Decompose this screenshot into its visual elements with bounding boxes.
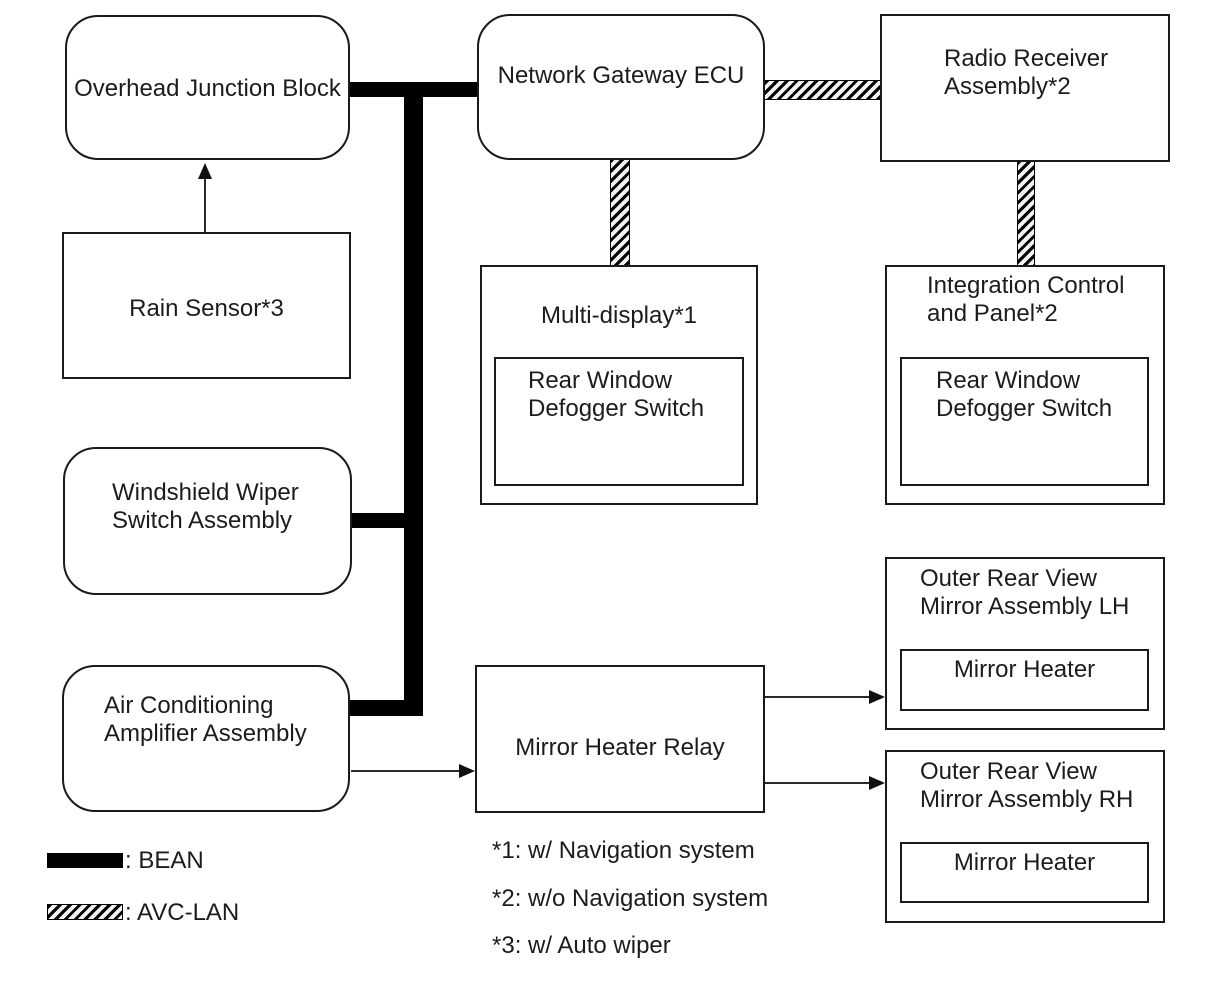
subnode-mirror-heater-rh: Mirror Heater [900, 842, 1149, 903]
arrowhead-rain-sensor-to-junction [198, 163, 212, 179]
arrowhead-relay-to-mirror-lh [869, 690, 885, 704]
node-label-line1: Radio Receiver [944, 45, 1109, 72]
subnode-label: Mirror Heater [953, 849, 1096, 876]
arrowhead-relay-to-mirror-rh [869, 776, 885, 790]
arrow-line-relay-to-mirror-lh [765, 696, 871, 698]
node-label-line1: Outer Rear View [920, 758, 1097, 785]
node-network-gateway-ecu: Network Gateway ECU [477, 14, 765, 160]
node-label-line2: Amplifier Assembly [104, 720, 307, 747]
legend-swatch-avclan [47, 904, 123, 920]
arrow-line-rain-sensor-to-junction [204, 176, 206, 232]
arrowhead-ac-to-relay [459, 764, 475, 778]
subnode-rear-window-defogger-switch: Rear Window Defogger Switch [494, 357, 744, 486]
subnode-label-line1: Rear Window [936, 367, 1081, 394]
node-radio-receiver-assembly: Radio Receiver Assembly*2 [880, 14, 1170, 162]
arrow-line-ac-to-relay [351, 770, 461, 772]
node-label: Rain Sensor*3 [129, 295, 284, 322]
node-mirror-heater-relay: Mirror Heater Relay [475, 665, 765, 813]
bean-branch-windshield-wiper [350, 513, 423, 528]
subnode-mirror-heater-lh: Mirror Heater [900, 649, 1149, 711]
footnote-2: *2: w/o Navigation system [492, 885, 769, 912]
node-label-line1: Air Conditioning [104, 692, 274, 719]
node-label-line1: Integration Control [927, 272, 1125, 299]
node-rain-sensor: Rain Sensor*3 [62, 232, 351, 379]
node-windshield-wiper-switch: Windshield Wiper Switch Assembly [63, 447, 352, 595]
node-outer-mirror-lh: Outer Rear View Mirror Assembly LH Mirro… [885, 557, 1165, 730]
node-multi-display: Multi-display*1 Rear Window Defogger Swi… [480, 265, 758, 505]
node-label-line1: Outer Rear View [920, 565, 1097, 592]
node-label-line2: Mirror Assembly RH [920, 786, 1134, 813]
node-label: Network Gateway ECU [497, 62, 745, 89]
node-label-line2: Mirror Assembly LH [920, 593, 1130, 620]
avclan-line-ecu-to-radio [764, 80, 881, 100]
arrow-line-relay-to-mirror-rh [765, 782, 871, 784]
footnote-1: *1: w/ Navigation system [492, 837, 755, 864]
node-label-line2: Assembly*2 [944, 73, 1071, 100]
avclan-line-ecu-to-multidisplay [610, 158, 630, 267]
subnode-rear-window-defogger-switch: Rear Window Defogger Switch [900, 357, 1149, 486]
legend-swatch-bean [47, 853, 123, 868]
node-label: Mirror Heater Relay [515, 734, 725, 761]
footnote-3: *3: w/ Auto wiper [492, 932, 671, 959]
subnode-label-line2: Defogger Switch [528, 395, 705, 422]
avclan-line-radio-to-integration [1017, 160, 1035, 267]
subnode-label: Mirror Heater [953, 656, 1096, 683]
legend-label-avclan: : AVC-LAN [125, 899, 240, 926]
node-overhead-junction-block: Overhead Junction Block [65, 15, 350, 160]
node-label: Multi-display*1 [540, 302, 698, 329]
node-label-line2: Switch Assembly [112, 507, 293, 534]
node-outer-mirror-rh: Outer Rear View Mirror Assembly RH Mirro… [885, 750, 1165, 923]
legend-label-bean: : BEAN [125, 847, 204, 874]
node-integration-control-panel: Integration Control and Panel*2 Rear Win… [885, 265, 1165, 505]
node-label: Overhead Junction Block [74, 75, 341, 102]
node-label-line2: and Panel*2 [927, 300, 1058, 327]
bean-bus-trunk-vertical [404, 82, 423, 716]
node-label-line1: Windshield Wiper [112, 479, 299, 506]
bean-branch-air-conditioning [348, 700, 423, 716]
node-air-conditioning-amplifier: Air Conditioning Amplifier Assembly [62, 665, 350, 812]
subnode-label-line2: Defogger Switch [936, 395, 1113, 422]
subnode-label-line1: Rear Window [528, 367, 673, 394]
